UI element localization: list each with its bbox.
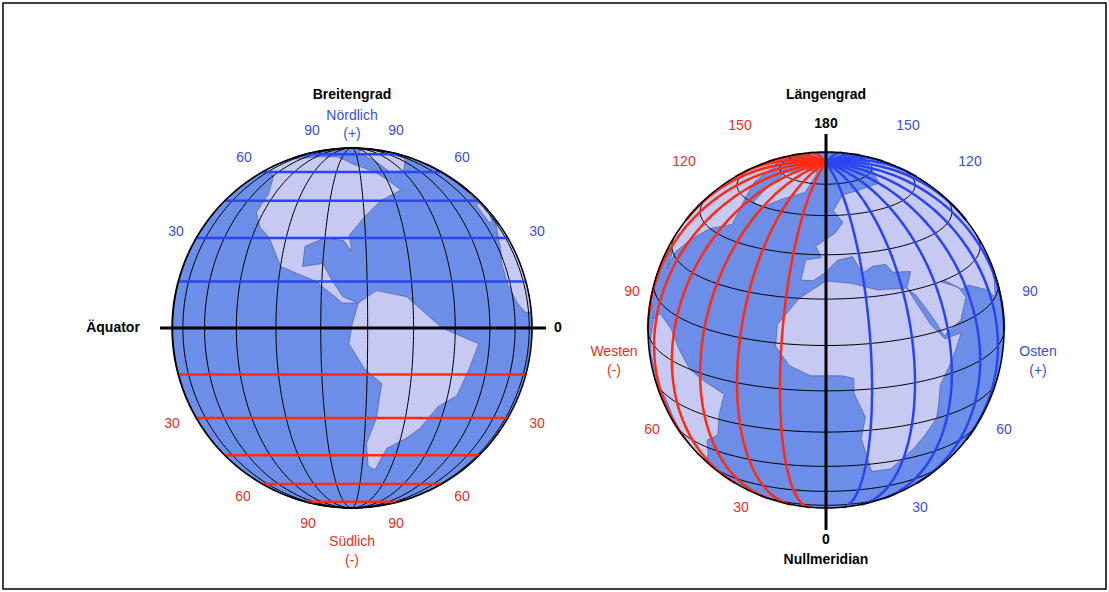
degree-number: 60 [236, 150, 252, 165]
direction-label: Osten [1019, 344, 1056, 359]
parallel-line [196, 237, 508, 240]
equator-line [160, 327, 546, 330]
ocean [648, 152, 1004, 508]
equator-label: Äquator [86, 320, 140, 335]
degree-number: 150 [896, 118, 919, 133]
heading: Breitengrad [313, 87, 392, 102]
degree-number: 60 [235, 489, 251, 504]
longitude-globe [648, 134, 1004, 530]
degree-number: 30 [529, 224, 545, 239]
degree-number: 90 [1022, 284, 1038, 299]
degree-number: 30 [529, 416, 545, 431]
prime-meridian-line [825, 152, 828, 163]
degree-number: 30 [733, 500, 749, 515]
latitude-globe [160, 148, 546, 508]
degree-number: 0 [822, 532, 830, 547]
sign-label: (-) [607, 363, 621, 378]
frame [3, 3, 1106, 589]
degree-number: 180 [814, 116, 837, 131]
direction-label: Westen [590, 344, 637, 359]
globe-outline [648, 152, 1004, 508]
parallel-line [225, 199, 480, 202]
degree-number: 60 [454, 150, 470, 165]
degree-number: 150 [728, 118, 751, 133]
meridian-line [654, 163, 826, 440]
degree-number: 30 [912, 500, 928, 515]
heading: Längengrad [786, 87, 866, 102]
parallel-line [262, 483, 442, 486]
meridian-line [826, 160, 917, 177]
meridian-line [700, 163, 826, 499]
degree-number: 120 [958, 154, 981, 169]
degree-number: 0 [554, 320, 562, 335]
meridian-line [826, 163, 952, 499]
meridian-extension [825, 508, 828, 530]
meridian-line [826, 163, 872, 508]
sign-label: (-) [345, 553, 359, 568]
degree-number: 120 [672, 154, 695, 169]
direction-label: Nördlich [326, 108, 377, 123]
degree-number: 90 [304, 123, 320, 138]
prime-meridian-line [825, 163, 828, 508]
degree-number: 60 [996, 422, 1012, 437]
degree-number: 60 [454, 489, 470, 504]
degree-number: 30 [164, 416, 180, 431]
parallel-line [305, 501, 398, 504]
degree-number: 60 [644, 422, 660, 437]
meridian-extension [825, 134, 828, 152]
meridian-line [826, 163, 980, 483]
parallel-line [262, 171, 442, 174]
meridian-line [826, 163, 915, 505]
parallel-line [225, 454, 480, 457]
meridian-label: Nullmeridian [784, 552, 869, 567]
parallel-line [178, 373, 526, 376]
meridian-line [826, 163, 1004, 330]
degree-number: 90 [300, 516, 316, 531]
parallel-line [305, 153, 398, 156]
degree-number: 90 [388, 123, 404, 138]
degree-number: 90 [388, 516, 404, 531]
direction-label: Südlich [329, 534, 375, 549]
sign-label: (+) [343, 126, 361, 141]
meridian-line [826, 153, 842, 163]
degree-number: 90 [624, 284, 640, 299]
meridian-line [780, 163, 826, 508]
sign-label: (+) [1029, 363, 1047, 378]
meridian-line [826, 163, 998, 440]
parallel-line [196, 417, 508, 420]
meridian-line [826, 162, 966, 220]
degree-number: 30 [168, 224, 184, 239]
parallel-line [178, 280, 526, 283]
